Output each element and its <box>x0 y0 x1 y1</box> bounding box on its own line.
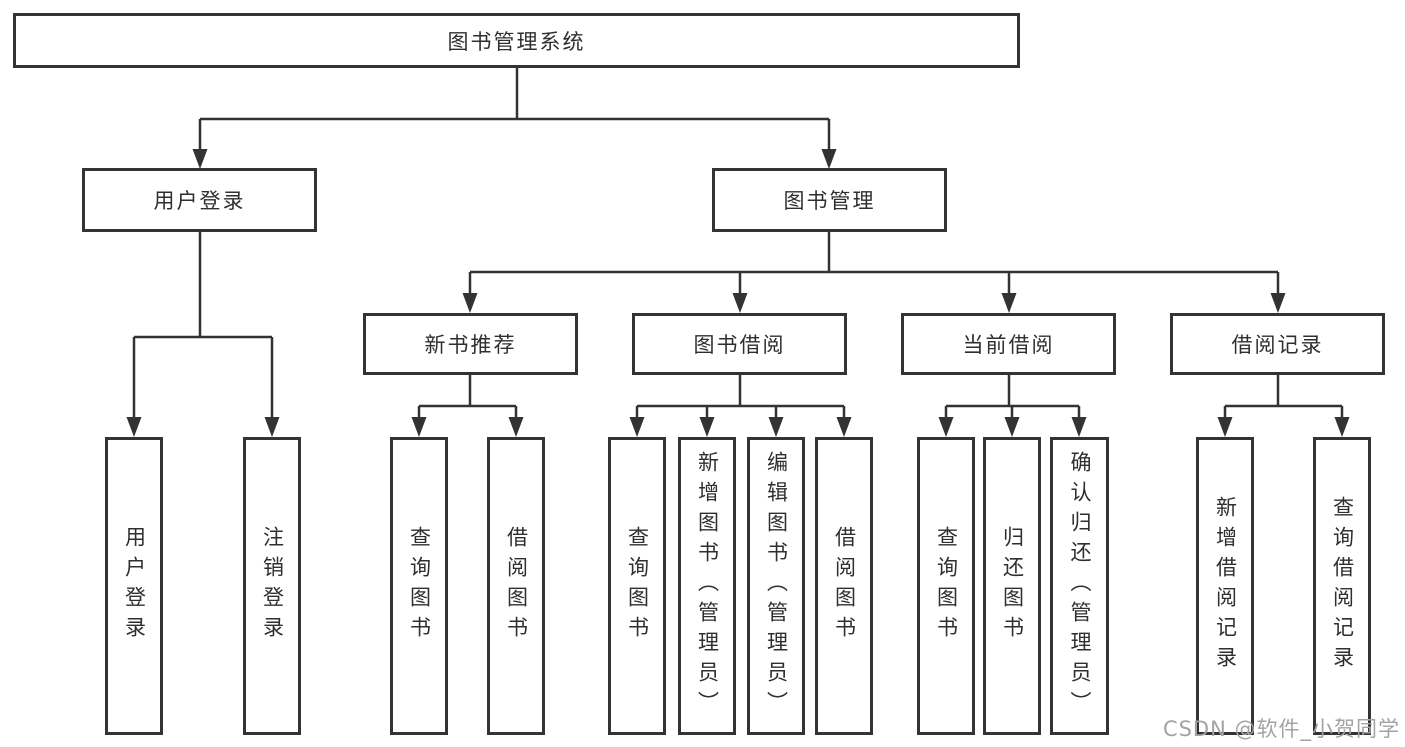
leaf-logout-label: 注销登录 <box>260 526 285 646</box>
leaf-confirm-return-admin: 确认归还（管理员） <box>1050 437 1109 735</box>
node-borrowing-records: 借阅记录 <box>1170 313 1385 375</box>
connector-borrow-record-to-leaves <box>1217 375 1350 437</box>
node-current-borrowing: 当前借阅 <box>901 313 1116 375</box>
leaf-return-books: 归还图书 <box>983 437 1041 735</box>
node-new-book-recommendation: 新书推荐 <box>363 313 578 375</box>
node-book-management: 图书管理 <box>712 168 947 232</box>
leaf-add-borrow-record-label: 新增借阅记录 <box>1213 496 1238 676</box>
connector-new-book-to-leaves <box>411 375 524 437</box>
node-root: 图书管理系统 <box>13 13 1020 68</box>
connector-user-login-to-leaves <box>126 232 280 437</box>
leaf-query-books-3-label: 查询图书 <box>934 526 959 646</box>
node-current-borrowing-label: 当前借阅 <box>962 333 1055 357</box>
leaf-logout: 注销登录 <box>243 437 301 735</box>
leaf-borrow-books-2-label: 借阅图书 <box>832 526 857 646</box>
leaf-borrow-books-2: 借阅图书 <box>815 437 873 735</box>
leaf-query-books-1-label: 查询图书 <box>407 526 432 646</box>
leaf-edit-books-admin-label: 编辑图书（管理员） <box>764 451 789 721</box>
node-user-login: 用户登录 <box>82 168 317 232</box>
watermark-text: CSDN @软件_小贺同学 <box>1162 717 1400 741</box>
node-user-login-label: 用户登录 <box>153 189 246 213</box>
connector-book-borrowing-to-leaves <box>629 375 852 437</box>
leaf-query-books-2-label: 查询图书 <box>625 526 650 646</box>
leaf-user-login: 用户登录 <box>105 437 163 735</box>
connector-current-borrowing-to-leaves <box>938 375 1087 437</box>
leaf-add-books-admin: 新增图书（管理员） <box>678 437 736 735</box>
leaf-query-books-3: 查询图书 <box>917 437 975 735</box>
node-borrowing-records-label: 借阅记录 <box>1231 333 1324 357</box>
leaf-query-borrow-record: 查询借阅记录 <box>1313 437 1371 735</box>
connector-root-to-level2 <box>192 68 837 169</box>
leaf-query-borrow-record-label: 查询借阅记录 <box>1330 496 1355 676</box>
leaf-query-books-2: 查询图书 <box>608 437 666 735</box>
leaf-user-login-label: 用户登录 <box>122 526 147 646</box>
connector-book-management-to-level3 <box>462 232 1286 313</box>
leaf-query-books-1: 查询图书 <box>390 437 448 735</box>
leaf-confirm-return-admin-label: 确认归还（管理员） <box>1068 451 1092 721</box>
leaf-add-borrow-record: 新增借阅记录 <box>1196 437 1254 735</box>
leaf-borrow-books-1: 借阅图书 <box>487 437 545 735</box>
leaf-add-books-admin-label: 新增图书（管理员） <box>695 451 720 721</box>
leaf-return-books-label: 归还图书 <box>1000 526 1025 646</box>
leaf-borrow-books-1-label: 借阅图书 <box>504 526 529 646</box>
node-book-management-label: 图书管理 <box>783 189 876 213</box>
node-new-book-recommendation-label: 新书推荐 <box>424 333 517 357</box>
node-root-label: 图书管理系统 <box>447 29 586 54</box>
leaf-edit-books-admin: 编辑图书（管理员） <box>747 437 805 735</box>
node-book-borrowing: 图书借阅 <box>632 313 847 375</box>
node-book-borrowing-label: 图书借阅 <box>693 333 786 357</box>
